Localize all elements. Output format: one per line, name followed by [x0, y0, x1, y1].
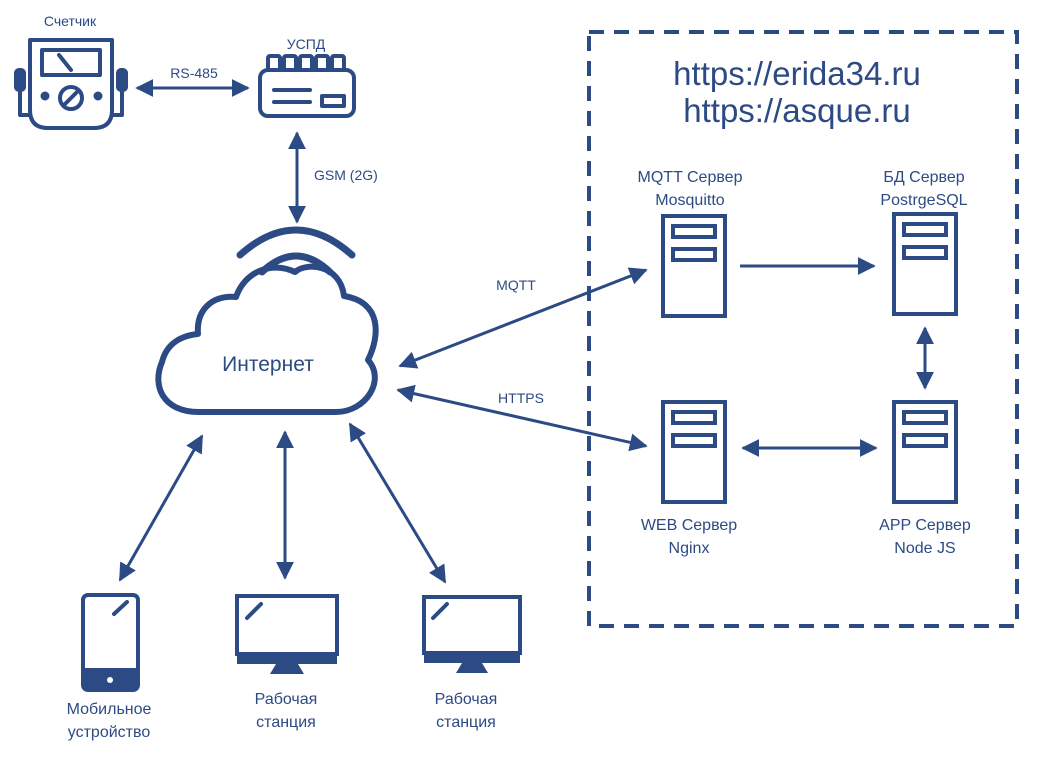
mobile-device-line1: Мобильное	[66, 701, 152, 718]
workstation2-label: Рабочая станция	[435, 688, 498, 734]
db-server-software: PostrgeSQL	[880, 192, 968, 209]
db-server-title: БД Сервер	[883, 169, 965, 186]
uspd-label: УСПД	[286, 36, 326, 52]
cloud-to-mobile-link	[118, 434, 204, 582]
db-server-icon	[892, 212, 958, 316]
url-erida[interactable]: https://erida34.ru	[673, 55, 921, 92]
gsm-label: GSM (2G)	[314, 167, 378, 183]
app-server-label: APP Сервер Node JS	[879, 514, 971, 560]
mobile-device-line2: устройство	[67, 724, 151, 741]
url-asque[interactable]: https://asque.ru	[683, 92, 911, 129]
https-link	[396, 384, 648, 452]
workstation-icon	[422, 595, 522, 673]
web-server-label: WEB Сервер Nginx	[641, 514, 737, 560]
app-server-software: Node JS	[894, 540, 956, 557]
server-zone-boundary	[587, 30, 1019, 628]
web-server-title: WEB Сервер	[640, 517, 738, 534]
mqtt-server-icon	[661, 214, 727, 318]
workstation1-label: Рабочая станция	[255, 688, 318, 734]
meter-label: Счетчик	[43, 13, 97, 29]
workstation2-line1: Рабочая	[434, 691, 498, 708]
mobile-device-label: Мобильное устройство	[67, 698, 152, 744]
cloud-label: Интернет	[222, 353, 314, 376]
app-server-icon	[892, 400, 958, 504]
workstation-icon	[235, 594, 339, 674]
db-server-label: БД Сервер PostrgeSQL	[880, 166, 967, 212]
app-server-title: APP Сервер	[879, 517, 971, 534]
https-label: HTTPS	[498, 390, 544, 406]
web-server-icon	[661, 400, 727, 504]
mqtt-label: MQTT	[496, 277, 536, 293]
workstation1-line1: Рабочая	[254, 691, 318, 708]
meter-icon	[14, 38, 128, 130]
mqtt-server-title: MQTT Сервер	[637, 169, 743, 186]
cloud-to-workstation2-link	[348, 422, 447, 584]
web-server-software: Nginx	[668, 540, 710, 557]
workstation1-line2: станция	[256, 714, 316, 731]
router-icon	[258, 54, 356, 118]
rs485-label: RS-485	[170, 65, 218, 81]
mobile-device-icon	[81, 593, 140, 692]
wireless-signal-icon	[236, 226, 356, 276]
workstation2-line2: станция	[436, 714, 496, 731]
mqtt-server-software: Mosquitto	[655, 192, 725, 209]
mqtt-link	[398, 267, 648, 369]
mqtt-server-label: MQTT Сервер Mosquitto	[638, 166, 743, 212]
cloud-icon	[155, 263, 379, 415]
